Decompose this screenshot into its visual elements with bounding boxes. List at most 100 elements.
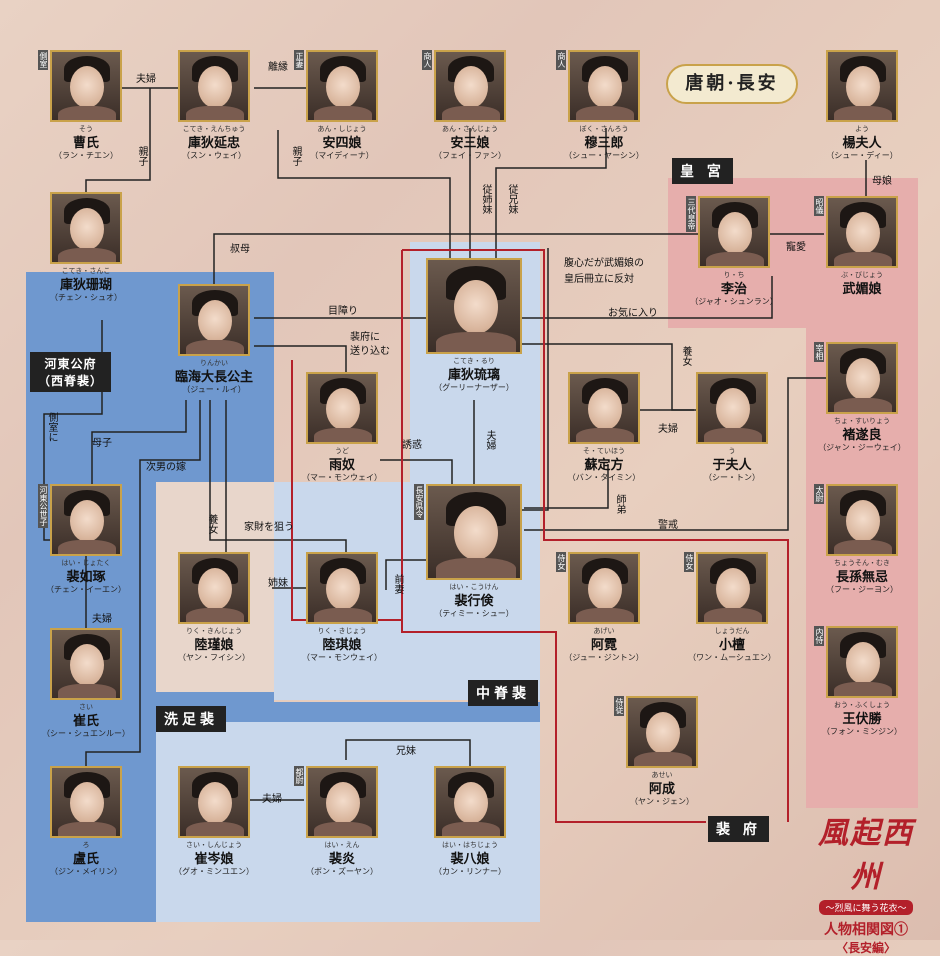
person-kana: （カン・リンナー） <box>434 867 506 876</box>
rel-kazai: 家財を狙う <box>244 522 294 533</box>
person-kana: （フォン・ミンジン） <box>822 727 902 736</box>
rel-rien: 離縁 <box>268 62 288 73</box>
person-ruby: りく・きんじょう <box>186 627 242 635</box>
person-kana: （ジン・メイリン） <box>50 867 122 876</box>
rel-haifu-okuri-2: 送り込む <box>350 346 390 357</box>
person-ruby: さい <box>79 703 93 711</box>
person-ruby: あん・しじょう <box>317 125 367 133</box>
portrait-riku_kinjou <box>178 552 250 624</box>
person-name: 裴炎 <box>328 852 355 867</box>
person-name: 崔岑娘 <box>194 852 234 867</box>
person-name: 穆三郎 <box>584 136 624 151</box>
person-name: 阿霓 <box>590 638 617 653</box>
portrait-agei <box>568 552 640 624</box>
person-name: 楊夫人 <box>842 136 882 151</box>
person-name: 崔氏 <box>72 714 99 729</box>
person-kana: （マー・モンウェイ） <box>302 653 382 662</box>
portrait-hai_kouken <box>426 484 522 580</box>
person-ruby: よう <box>855 125 869 133</box>
rel-yojo-2: 養女 <box>206 514 217 534</box>
portrait-asei <box>626 696 698 768</box>
person-kana: （マイディーナ） <box>310 151 374 160</box>
portrait-boku_sanro <box>568 50 640 122</box>
person-kana: （チェン・イーエン） <box>46 585 126 594</box>
portrait-koteki_sanko <box>50 192 122 264</box>
person-name: 蘇定方 <box>584 458 624 473</box>
person-ruby: うど <box>335 447 349 455</box>
person-ruby: あげい <box>593 627 615 635</box>
rel-fuufu-3: 夫婦 <box>484 430 495 450</box>
person-name: 陸琪娘 <box>322 638 362 653</box>
person-kana: （ジャン・ジーウェイ） <box>818 443 906 452</box>
rel-mokuzawari: 目障り <box>328 306 358 317</box>
region-label-chuseki: 中脊裴 <box>468 680 538 706</box>
role-tag: 長安県令 <box>414 484 424 520</box>
person-name: 庫狄珊瑚 <box>59 278 112 293</box>
rel-shinshi-1: 親子 <box>136 146 147 166</box>
person-ruby: はい・こうけん <box>449 583 499 591</box>
portrait-you <box>826 50 898 122</box>
rel-jinan: 次男の嫁 <box>146 462 186 473</box>
portrait-riku_kijou <box>306 552 378 624</box>
rel-yuwaku: 誘惑 <box>402 440 422 451</box>
person-ruby: そ・ていほう <box>583 447 625 455</box>
person-kana: （ボン・ズーヤン） <box>306 867 378 876</box>
person-ruby: はい・はちじょう <box>442 841 498 849</box>
person-kana: （マー・モンウェイ） <box>302 473 382 482</box>
role-tag: 侍従 <box>614 696 624 716</box>
person-name: 庫狄延忠 <box>187 136 240 151</box>
person-name: 曹氏 <box>72 136 99 151</box>
rel-boshi: 母子 <box>92 438 112 449</box>
portrait-hai_joutaku <box>50 484 122 556</box>
portrait-richi <box>698 196 770 268</box>
portrait-bu_bijou <box>826 196 898 268</box>
role-tag: 商人 <box>422 50 432 70</box>
role-tag: 河東公世子 <box>38 484 48 528</box>
person-ruby: あせい <box>651 771 673 779</box>
person-ruby: さい・しんじょう <box>186 841 242 849</box>
portrait-rinkai <box>178 284 250 356</box>
role-tag: 昭儀 <box>814 196 824 216</box>
chart-subtitle: 〈長安編〉 <box>835 941 896 955</box>
portrait-ro <box>50 766 122 838</box>
person-name: 裴如琢 <box>66 570 106 585</box>
portrait-anshijo <box>306 50 378 122</box>
role-tag: 宰相 <box>814 342 824 362</box>
person-kana: （シー・シュエンルー） <box>42 729 130 738</box>
role-tag: 三代皇帝 <box>686 196 696 232</box>
person-ruby: そう <box>79 125 93 133</box>
portrait-hai_en <box>306 766 378 838</box>
rel-shinshi-2: 親子 <box>290 146 301 166</box>
portrait-ansanjo <box>434 50 506 122</box>
person-kana: （ジュー・ジントン） <box>564 653 644 662</box>
role-tag: 侍女 <box>684 552 694 572</box>
rel-choai: 寵愛 <box>786 242 806 253</box>
role-tag: 太尉 <box>814 484 824 504</box>
rel-hukushin-2: 皇后冊立に反対 <box>564 274 634 285</box>
logo-main: 風起西州 <box>818 816 914 895</box>
title-badge: 唐朝·長安 <box>666 64 798 104</box>
person-ruby: ちょ・すいりょう <box>834 417 890 425</box>
person-ruby: う <box>728 447 736 455</box>
rel-keikai: 警戒 <box>658 520 678 531</box>
logo-sub: 〜烈風に舞う花衣〜 <box>819 900 913 915</box>
rel-fuufu-5: 夫婦 <box>262 794 282 805</box>
person-ruby: はい・じょたく <box>61 559 111 567</box>
portrait-chouson <box>826 484 898 556</box>
person-name: 陸瑾娘 <box>194 638 234 653</box>
person-name: 安四娘 <box>322 136 362 151</box>
rel-okiniiri: お気に入り <box>608 308 658 319</box>
person-kana: （グーリーナーザー） <box>434 383 514 392</box>
person-ruby: こてき・えんちゅう <box>182 125 246 133</box>
portrait-sai <box>50 628 122 700</box>
chart-title: 人物相関図① <box>824 922 908 938</box>
person-kana: （ワン・ムーシュエン） <box>688 653 776 662</box>
person-kana: （ヤン・ジェン） <box>630 797 694 806</box>
person-name: 臨海大長公主 <box>174 370 253 385</box>
person-name: 武媚娘 <box>842 282 882 297</box>
region-label-haifu: 裴 府 <box>708 816 769 842</box>
portrait-ou_fukushou <box>826 626 898 698</box>
portrait-u_fujin <box>696 372 768 444</box>
person-ruby: おう・ふくしょう <box>834 701 890 709</box>
rel-hukushin: 腹心だが武媚娘の <box>564 258 644 269</box>
